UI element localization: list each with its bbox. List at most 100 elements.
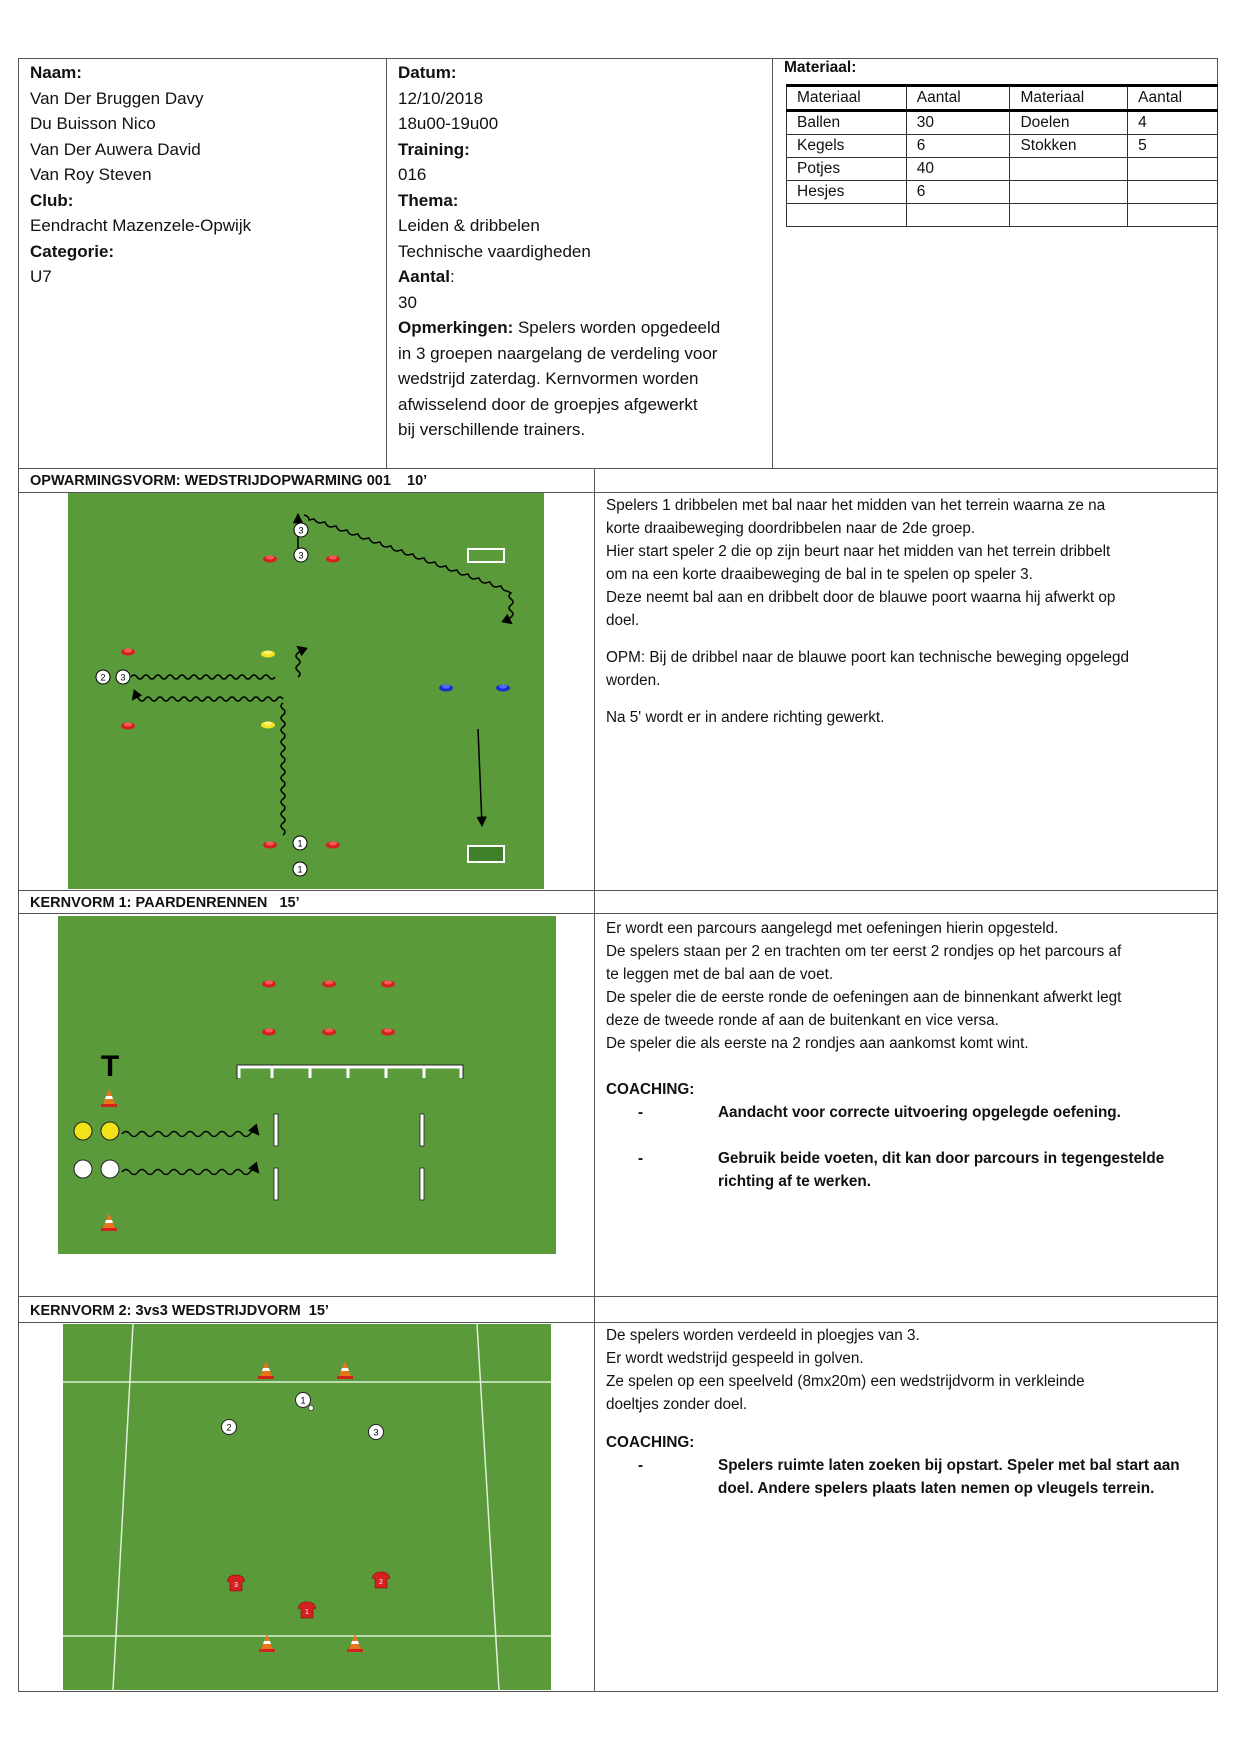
table-cell: Stokken	[1009, 134, 1129, 158]
rule-5	[18, 1296, 1218, 1297]
text-line: De spelers worden verdeeld in ploegjes v…	[606, 1327, 920, 1344]
pole-icon	[273, 1113, 425, 1201]
header-training-column: Datum: 12/10/2018 18u00-19u00 Training: …	[398, 60, 768, 443]
text-line: Hier start speler 2 die op zijn beurt na…	[606, 543, 1111, 560]
table-cell: 5	[1127, 134, 1218, 158]
player-marker: 3	[293, 522, 309, 538]
text-line: De speler die de eerste ronde de oefenin…	[606, 989, 1122, 1006]
aantal-value: 30	[398, 292, 417, 312]
table-cell	[1127, 180, 1218, 204]
table-row: Kegels 6 Stokken 5	[786, 134, 1218, 158]
club-value: Eendracht Mazenzele-Opwijk	[30, 216, 252, 235]
text-line: Spelers 1 dribbelen met bal naar het mid…	[606, 497, 1106, 514]
svg-text:2: 2	[226, 1423, 231, 1433]
rule-3	[18, 890, 1218, 891]
player-marker: 3	[368, 1424, 384, 1440]
training-value: 016	[398, 165, 427, 184]
text-line: worden.	[606, 672, 661, 689]
col-header: Aantal	[1127, 84, 1218, 112]
materiaal-label: Materiaal:	[784, 59, 857, 76]
svg-text:1: 1	[300, 1396, 305, 1406]
material-table: Materiaal Aantal Materiaal Aantal Ballen…	[786, 84, 1218, 227]
player-marker	[73, 1121, 120, 1179]
goal-icon	[467, 548, 505, 563]
rule-4	[18, 913, 1218, 914]
player-shirt-icon: 2	[371, 1571, 391, 1589]
svg-text:3: 3	[234, 1582, 238, 1589]
svg-text:3: 3	[373, 1428, 378, 1438]
table-cell: 40	[905, 157, 1011, 181]
text-line: te leggen met de bal aan de voet.	[606, 966, 834, 983]
thema-label: Thema:	[398, 190, 459, 210]
thema-line-2: Technische vaardigheden	[398, 241, 591, 261]
svg-text:2: 2	[100, 673, 105, 683]
coaching-item: - Aandacht voor correcte uitvoering opge…	[638, 1104, 1121, 1121]
rule-2	[18, 492, 1218, 493]
player-shirt-icon: 3	[226, 1574, 246, 1592]
table-cell: 6	[905, 134, 1011, 158]
player-marker: 3	[115, 669, 131, 685]
header-names-column: Naam: Van Der Bruggen Davy Du Buisson Ni…	[30, 60, 380, 290]
table-cell	[1009, 180, 1129, 204]
pitch	[63, 1324, 551, 1690]
text-line: De speler die als eerste na 2 rondjes aa…	[606, 1035, 1029, 1052]
table-cell: Doelen	[1009, 110, 1129, 135]
dribble-arrow	[121, 1161, 260, 1176]
hurdle-row	[236, 1064, 464, 1079]
svg-text:3: 3	[298, 526, 303, 536]
kernvorm-2-description: De spelers worden verdeeld in ploegjes v…	[606, 1324, 1212, 1500]
player-marker: 2	[221, 1419, 237, 1435]
name-2: Du Buisson Nico	[30, 114, 156, 133]
opmerkingen-line-5: bij verschillende trainers.	[398, 420, 586, 439]
table-cell: Hesjes	[786, 180, 907, 204]
rule-6	[18, 1322, 1218, 1323]
col-header: Materiaal	[1009, 84, 1129, 112]
text-line: Er wordt een parcours aangelegd met oefe…	[606, 920, 1059, 937]
text-line: deze de tweede ronde af aan de buitenkan…	[606, 1012, 999, 1029]
text-line: Deze neemt bal aan en dribbelt door de b…	[606, 589, 1116, 606]
body-divider	[594, 468, 595, 1692]
categorie-label: Categorie:	[30, 241, 115, 261]
table-cell: 4	[1127, 110, 1218, 135]
rule-1	[18, 468, 1218, 469]
datum-label: Datum:	[398, 63, 457, 82]
text-line: om na een korte draaibeweging de bal in …	[606, 566, 1033, 583]
text-line: De spelers staan per 2 en trachten om te…	[606, 943, 1122, 960]
table-cell	[1009, 203, 1129, 227]
kernvorm-2-diagram: 1 2 3 3 2 1	[63, 1324, 551, 1690]
player-marker: 2	[95, 669, 111, 685]
thema-line-1: Leiden & dribbelen	[398, 216, 540, 235]
opmerkingen-line-2: in 3 groepen naargelang de verdeling voo…	[398, 343, 718, 363]
svg-text:3: 3	[298, 551, 303, 561]
datum-value: 12/10/2018	[398, 88, 484, 108]
table-row: Ballen 30 Doelen 4	[786, 110, 1218, 135]
table-row: Hesjes 6	[786, 180, 1218, 204]
table-cell: 6	[905, 180, 1011, 204]
pitch	[58, 916, 556, 1254]
name-3: Van Der Auwera David	[30, 139, 201, 159]
text-line: doel.	[606, 612, 640, 629]
player-marker: 1	[292, 861, 308, 877]
table-cell: 30	[905, 110, 1011, 135]
opmerkingen-line-4: afwisselend door de groepjes afgewerkt	[398, 394, 698, 414]
dribble-arrow	[121, 1123, 260, 1138]
pass-arrow	[476, 728, 487, 828]
player-marker: 1	[295, 1392, 314, 1411]
page-frame	[18, 58, 1218, 1692]
section-title-kernvorm-2: KERNVORM 2: 3vs3 WEDSTRIJDVORM 15’	[30, 1303, 329, 1319]
start-sign: T	[101, 1050, 119, 1083]
kernvorm-1-description: Er wordt een parcours aangelegd met oefe…	[606, 917, 1212, 1193]
name-4: Van Roy Steven	[30, 165, 152, 184]
table-cell: Kegels	[786, 134, 907, 158]
text-line: OPM: Bij de dribbel naar de blauwe poort…	[606, 649, 1129, 666]
aantal-label: Aantal:	[398, 267, 455, 286]
table-cell	[1009, 157, 1129, 181]
coaching-item: - Gebruik beide voeten, dit kan door par…	[638, 1150, 1165, 1190]
table-cell	[1127, 203, 1218, 227]
table-cell	[905, 203, 1011, 227]
hurdle-row	[237, 1065, 463, 1078]
text-line: Er wordt wedstrijd gespeeld in golven.	[606, 1350, 864, 1367]
opmerkingen-line-3: wedstrijd zaterdag. Kernvormen worden	[398, 369, 699, 388]
coaching-label: COACHING:	[606, 1434, 695, 1451]
header-divider-1	[386, 58, 387, 468]
